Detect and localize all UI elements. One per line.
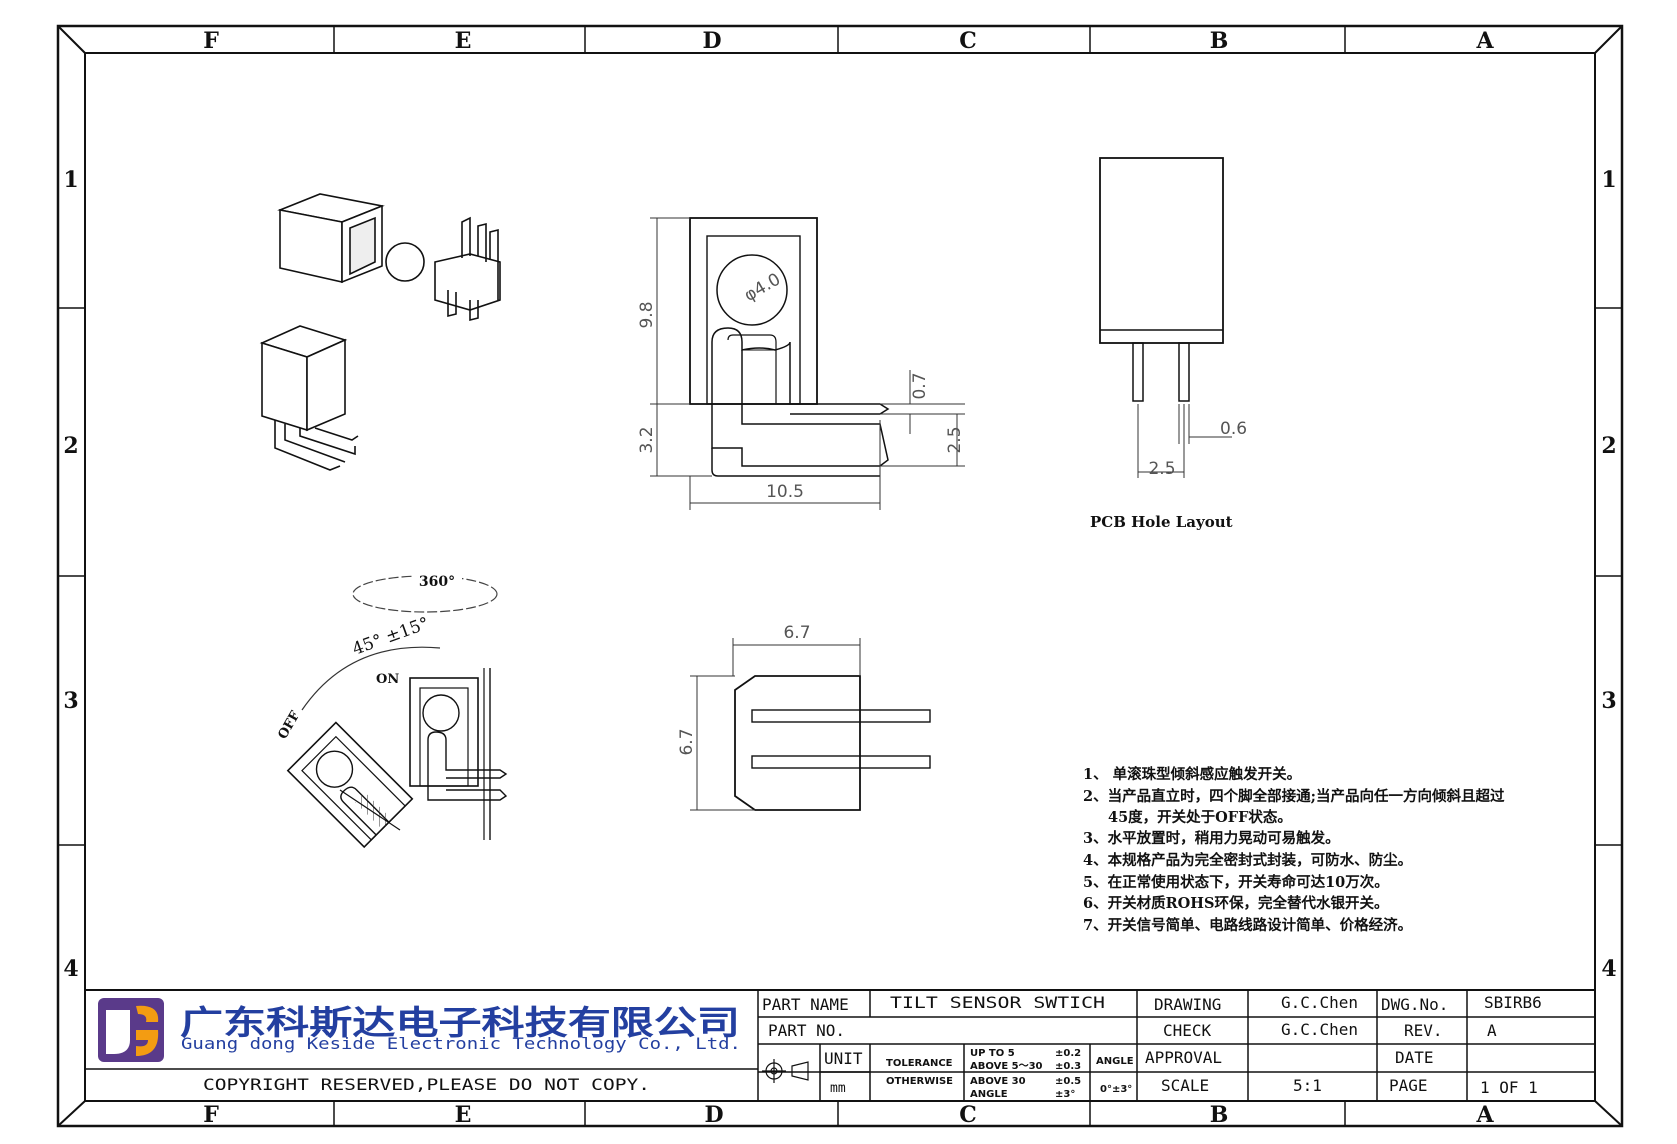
part-name-value: TILT SENSOR SWTICH — [890, 993, 1105, 1012]
company-logo — [98, 998, 164, 1062]
part-name-label: PART NAME — [762, 995, 849, 1014]
check-value: G.C.Chen — [1281, 1020, 1358, 1039]
tilt-view: 360° 45° ±15° ON OFF — [275, 572, 508, 849]
sheet-frame — [56, 24, 1624, 1128]
dim-pin-pitch: 2.5 — [945, 426, 965, 453]
zone-top-c: C — [959, 28, 977, 54]
zone-left-4: 4 — [63, 956, 78, 982]
rotation-label: 360° — [419, 574, 455, 590]
unit-value: mm — [830, 1081, 846, 1096]
tilt-angle-label: 45° ±15° — [350, 614, 432, 660]
note-3: 3、水平放置时，稍用力晃动可易触发。 — [1083, 829, 1340, 847]
zone-top-e: E — [455, 28, 472, 54]
page-value: 1 OF 1 — [1480, 1078, 1538, 1097]
drawing-label: DRAWING — [1154, 995, 1221, 1014]
dim-hole-pitch: 2.5 — [1148, 459, 1175, 479]
note-4: 4、本规格产品为完全密封式封装，可防水、防尘。 — [1083, 851, 1412, 869]
zone-left-1: 1 — [63, 167, 78, 193]
off-label: OFF — [275, 708, 303, 742]
tol-value-2: ±0.3 — [1055, 1061, 1081, 1072]
angle-label: ANGLE — [1096, 1056, 1134, 1067]
note-2-cont: 45度，开关处于OFF状态。 — [1108, 808, 1292, 826]
tol-value-1: ±0.2 — [1055, 1048, 1081, 1059]
unit-label: UNIT — [824, 1049, 863, 1068]
otherwise-label: OTHERWISE — [886, 1076, 953, 1087]
dwg-no-label: DWG.No. — [1381, 995, 1448, 1014]
pcb-view: 0.6 2.5 PCB Hole Layout — [1090, 157, 1247, 531]
tol-value-4: ±3° — [1055, 1089, 1075, 1100]
tol-range-1: UP TO 5 — [970, 1048, 1015, 1059]
zone-bottom-a: A — [1475, 1102, 1494, 1128]
zone-top-f: F — [203, 28, 219, 54]
title-block: 广东科斯达电子科技有限公司 Guang dong Keside Electron… — [85, 989, 1595, 1101]
part-no-label: PART NO. — [768, 1021, 845, 1040]
check-label: CHECK — [1163, 1021, 1212, 1040]
scale-value: 5:1 — [1293, 1076, 1322, 1095]
company-name-cn: 广东科斯达电子科技有限公司 — [180, 1003, 740, 1042]
note-2: 2、当产品直立时，四个脚全部接通;当产品向任一方向倾斜且超过 — [1083, 787, 1505, 805]
approval-label: APPROVAL — [1145, 1048, 1222, 1067]
isometric-view-exploded — [277, 193, 501, 322]
tolerance-label: TOLERANCE — [886, 1058, 953, 1069]
zone-top-a: A — [1475, 28, 1494, 54]
zone-left-2: 2 — [63, 433, 78, 459]
tol-value-3: ±0.5 — [1055, 1076, 1081, 1087]
isometric-view-assembled — [259, 325, 359, 471]
scale-label: SCALE — [1161, 1076, 1209, 1095]
zone-right-1: 1 — [1601, 167, 1616, 193]
zone-bottom-c: C — [959, 1102, 977, 1128]
dim-ball-dia: φ4.0 — [741, 269, 784, 305]
date-label: DATE — [1395, 1048, 1434, 1067]
angle-value: 0°±3° — [1100, 1084, 1132, 1095]
company-name-en: Guang dong Keside Electronic Technology … — [181, 1034, 741, 1053]
zone-bottom-f: F — [203, 1102, 219, 1128]
rev-value: A — [1487, 1021, 1497, 1040]
note-5: 5、在正常使用状态下，开关寿命可达10万次。 — [1083, 873, 1389, 891]
tol-range-3: ABOVE 30 — [970, 1076, 1026, 1087]
dim-depth: 6.7 — [677, 728, 697, 755]
dim-pin: 0.7 — [910, 372, 930, 399]
dim-base: 3.2 — [637, 426, 657, 453]
note-7: 7、开关信号简单、电路线路设计简单、价格经济。 — [1083, 916, 1412, 934]
dwg-no-value: SBIRB6 — [1484, 993, 1542, 1012]
note-1: 1、 单滚珠型倾斜感应触发开关。 — [1083, 765, 1301, 783]
spec-notes: 1、 单滚珠型倾斜感应触发开关。 2、当产品直立时，四个脚全部接通;当产品向任一… — [1083, 765, 1505, 934]
side-view: 6.7 6.7 — [677, 623, 931, 811]
zone-top-b: B — [1210, 28, 1229, 54]
on-label: ON — [376, 672, 399, 687]
dim-hole: 0.6 — [1220, 419, 1247, 439]
tol-range-4: ANGLE — [970, 1089, 1008, 1100]
dim-length: 10.5 — [766, 482, 804, 502]
zone-bottom-b: B — [1210, 1102, 1229, 1128]
zone-right-4: 4 — [1601, 956, 1616, 982]
dim-height: 9.8 — [637, 301, 657, 328]
tol-range-2: ABOVE 5～30 — [970, 1061, 1043, 1072]
zone-bottom-d: D — [704, 1102, 723, 1128]
note-6: 6、开关材质ROHS环保，完全替代水银开关。 — [1083, 894, 1388, 912]
dim-width: 6.7 — [783, 623, 810, 643]
zone-top-d: D — [702, 28, 721, 54]
projection-symbol-icon — [762, 1059, 809, 1083]
copyright-notice: COPYRIGHT RESERVED,PLEASE DO NOT COPY. — [203, 1075, 650, 1094]
rev-label: REV. — [1404, 1021, 1443, 1040]
page-label: PAGE — [1389, 1076, 1428, 1095]
zone-labels: F E D C B A F E D C B A 1 2 3 4 1 2 3 4 — [63, 28, 1616, 1128]
zone-bottom-e: E — [455, 1102, 472, 1128]
pcb-layout-label: PCB Hole Layout — [1090, 513, 1233, 531]
drawing-value: G.C.Chen — [1281, 993, 1358, 1012]
zone-right-3: 3 — [1601, 688, 1616, 714]
zone-left-3: 3 — [63, 688, 78, 714]
zone-right-2: 2 — [1601, 433, 1616, 459]
section-view: φ4.0 9.8 3.2 0.7 2.5 10.5 — [637, 217, 965, 510]
